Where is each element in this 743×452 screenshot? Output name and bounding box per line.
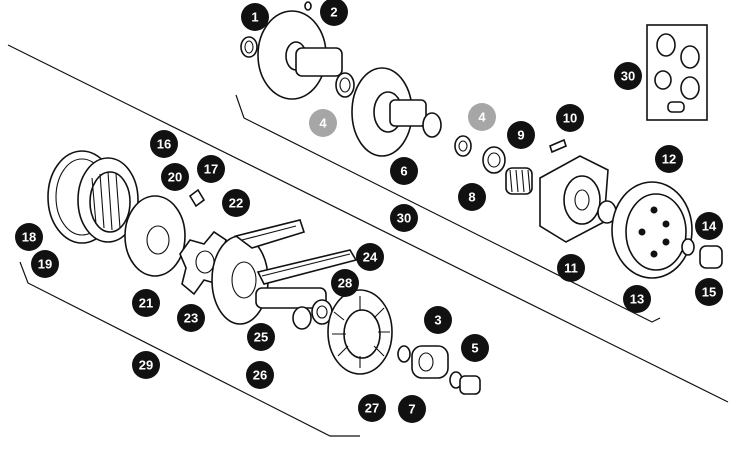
- svg-text:4: 4: [319, 116, 327, 131]
- drive-shaft-part: [255, 287, 327, 309]
- svg-text:26: 26: [253, 368, 267, 383]
- clutch-bell-part: [611, 181, 693, 279]
- svg-text:10: 10: [563, 111, 577, 126]
- fixed-pulley-half: [211, 235, 269, 325]
- variator-plate-part: [124, 195, 186, 277]
- driven-pulley-disc: [257, 10, 343, 100]
- fan-pulley-part: [327, 289, 393, 375]
- svg-text:16: 16: [157, 137, 171, 152]
- svg-text:25: 25: [254, 330, 268, 345]
- svg-text:21: 21: [139, 296, 153, 311]
- svg-text:2: 2: [330, 5, 337, 20]
- lower-assembly-bracket: [19, 261, 360, 437]
- callout-2: 2: [320, 0, 348, 26]
- callout-16: 16: [150, 130, 178, 158]
- callout-23: 23: [177, 304, 205, 332]
- callout-26: 26: [246, 361, 274, 389]
- shaft-washer-part: [292, 306, 312, 330]
- clutch-spring-part: [505, 167, 533, 195]
- callout-27: 27: [358, 394, 386, 422]
- callout-28: 28: [331, 269, 359, 297]
- starter-ratchet-part: [411, 345, 449, 379]
- parts-kit-box: [646, 24, 708, 121]
- callout-20: 20: [161, 163, 189, 191]
- svg-text:15: 15: [702, 285, 716, 300]
- small-washer-part: [397, 345, 411, 363]
- callout-30-kit: 30: [614, 62, 642, 90]
- svg-text:13: 13: [630, 292, 644, 307]
- spring-pin-part: [549, 138, 567, 154]
- upper-seal-part: [422, 112, 442, 138]
- callout-12: 12: [655, 145, 683, 173]
- retaining-ring-part: [240, 36, 258, 58]
- callout-22: 22: [222, 189, 250, 217]
- svg-text:28: 28: [338, 276, 352, 291]
- svg-text:19: 19: [38, 257, 52, 272]
- svg-text:24: 24: [363, 250, 378, 265]
- end-nut-part: [449, 371, 481, 395]
- svg-text:29: 29: [139, 358, 153, 373]
- svg-text:22: 22: [229, 196, 243, 211]
- clip-part: [188, 188, 206, 208]
- upper-assembly-bracket: [235, 94, 661, 323]
- callout-21: 21: [132, 289, 160, 317]
- callout-9: 9: [507, 121, 535, 149]
- callout-11: 11: [557, 254, 585, 282]
- svg-text:30: 30: [397, 211, 411, 226]
- svg-text:18: 18: [22, 230, 36, 245]
- callout-4b: 4: [468, 103, 496, 131]
- svg-text:5: 5: [471, 341, 478, 356]
- svg-text:14: 14: [702, 219, 717, 234]
- callout-19: 19: [31, 250, 59, 278]
- callout-5: 5: [461, 334, 489, 362]
- svg-text:17: 17: [204, 162, 218, 177]
- svg-text:7: 7: [408, 402, 415, 417]
- svg-text:8: 8: [468, 190, 475, 205]
- svg-text:11: 11: [564, 261, 578, 276]
- callout-7: 7: [398, 395, 426, 423]
- drive-belt-part: [234, 219, 358, 285]
- callout-29: 29: [132, 351, 160, 379]
- callout-1: 1: [241, 3, 269, 31]
- svg-text:1: 1: [251, 10, 258, 25]
- svg-text:9: 9: [517, 128, 524, 143]
- spacer-bushing-part: [482, 146, 506, 174]
- bell-washer-part: [681, 238, 695, 256]
- svg-text:12: 12: [662, 152, 676, 167]
- upper-bearing-part: [335, 72, 355, 98]
- svg-text:23: 23: [184, 311, 198, 326]
- small-pin-part: [304, 1, 312, 11]
- bell-nut-part: [699, 245, 723, 269]
- callout-10: 10: [556, 104, 584, 132]
- callout-14: 14: [695, 212, 723, 240]
- callout-6: 6: [390, 157, 418, 185]
- svg-text:4: 4: [478, 110, 486, 125]
- callout-15: 15: [695, 278, 723, 306]
- callout-13: 13: [623, 285, 651, 313]
- callout-17: 17: [197, 155, 225, 183]
- clutch-assembly-part: [539, 155, 609, 243]
- svg-text:3: 3: [434, 313, 441, 328]
- svg-text:6: 6: [400, 164, 407, 179]
- roller-cage-part: [77, 157, 139, 243]
- shaft-bushing-part: [311, 299, 333, 325]
- assembly-divider-line: [7, 44, 729, 403]
- svg-text:27: 27: [365, 401, 379, 416]
- svg-text:30: 30: [621, 69, 635, 84]
- callout-8: 8: [458, 183, 486, 211]
- moving-pulley-half: [351, 67, 427, 157]
- small-bearing-part: [454, 135, 472, 157]
- callout-18: 18: [15, 223, 43, 251]
- svg-text:20: 20: [168, 170, 182, 185]
- callout-24: 24: [356, 243, 384, 271]
- callout-30-upper: 30: [390, 204, 418, 232]
- callout-3: 3: [424, 306, 452, 334]
- callout-4a: 4: [309, 109, 337, 137]
- callout-25: 25: [247, 323, 275, 351]
